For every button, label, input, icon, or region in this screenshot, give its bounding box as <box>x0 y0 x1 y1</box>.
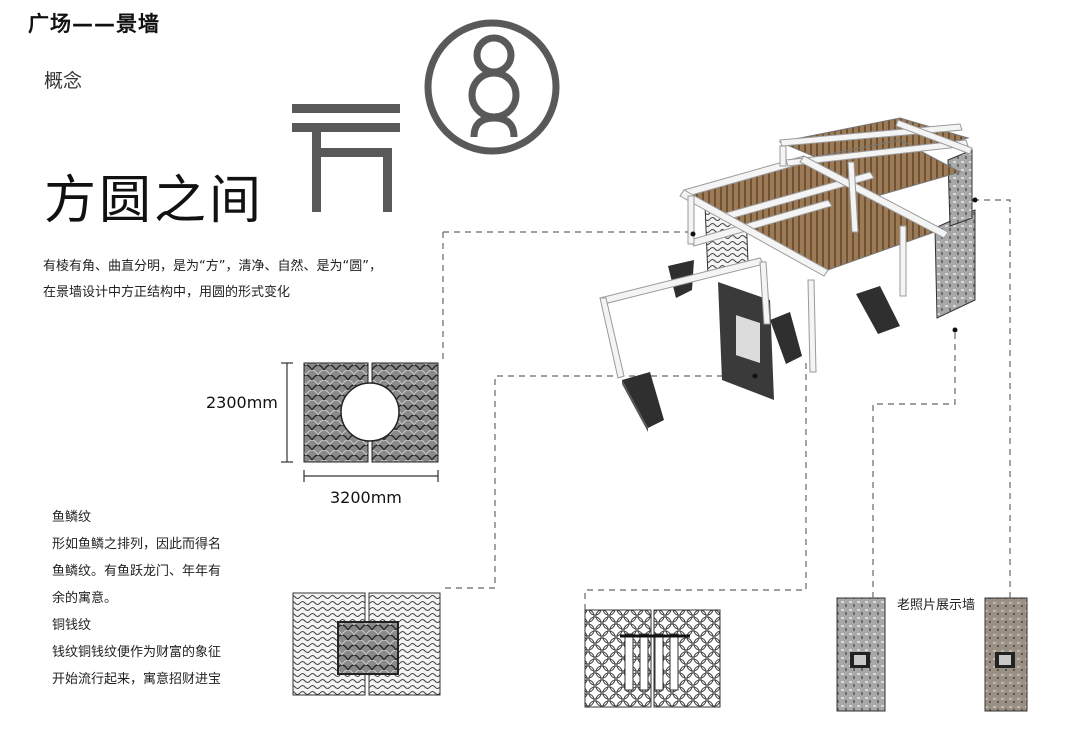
photo-wall-panel-warm <box>984 597 1028 712</box>
description-line: 有棱有角、曲直分明，是为“方”，清净、自然、是为“圆”， <box>43 259 382 274</box>
pergola-3d-view <box>599 117 978 432</box>
page-title: 广场——景墙 <box>28 12 160 36</box>
pattern-descriptions: 鱼鳞纹 形如鱼鳞之排列，因此而得名 鱼鳞纹。有鱼跃龙门、年年有 余的寓意。 铜钱… <box>52 504 221 693</box>
fish-scale-panel <box>292 592 441 696</box>
coin-panel <box>584 609 721 708</box>
height-dimension: 2300mm <box>206 393 278 412</box>
photo-wall-label: 老照片展示墙 <box>897 598 976 613</box>
fish-scale-line: 余的寓意。 <box>52 591 118 606</box>
circle-yuan-logo-icon <box>424 19 560 155</box>
square-fang-icon <box>292 104 400 212</box>
fish-scale-line: 鱼鳞纹。有鱼跃龙门、年年有 <box>52 564 222 579</box>
coin-title: 铜钱纹 <box>52 618 92 633</box>
width-dimension: 3200mm <box>330 488 402 507</box>
description-line: 在景墙设计中方正结构中，用圆的形式变化 <box>43 285 291 300</box>
concept-description: 有棱有角、曲直分明，是为“方”，清净、自然、是为“圆”， 在景墙设计中方正结构中… <box>43 254 382 306</box>
fish-scale-line: 形如鱼鳞之排列，因此而得名 <box>52 537 222 552</box>
concept-label: 概念 <box>44 70 83 92</box>
fish-scale-title: 鱼鳞纹 <box>52 510 92 525</box>
headline: 方圆之间 <box>44 171 265 231</box>
coin-line: 钱纹铜钱纹便作为财富的象征 <box>52 645 222 660</box>
coin-line: 开始流行起来，寓意招财进宝 <box>52 672 222 687</box>
dimension-lines <box>281 362 439 482</box>
wall-panel-circle <box>303 362 439 463</box>
photo-wall-panel-gray <box>836 597 886 712</box>
